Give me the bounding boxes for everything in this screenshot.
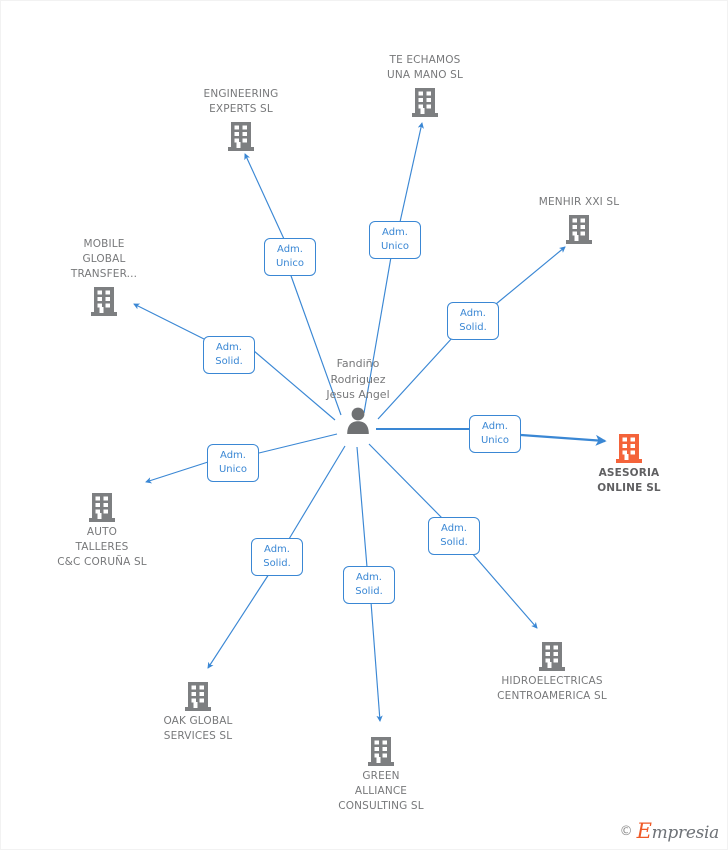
building-icon[interactable]	[27, 490, 177, 523]
node-label-asesoria-online: ASESORIA ONLINE SL	[597, 467, 661, 494]
edge-label-menhir-xxi[interactable]: Adm. Solid.	[447, 302, 499, 340]
edge-label-asesoria-online[interactable]: Adm. Unico	[469, 415, 521, 453]
edge-label-green-alliance-consulting[interactable]: Adm. Solid.	[343, 566, 395, 604]
node-label-green-alliance-consulting: GREEN ALLIANCE CONSULTING SL	[338, 770, 424, 812]
node-green-alliance-consulting[interactable]: GREEN ALLIANCE CONSULTING SL	[306, 734, 456, 814]
node-label-engineering-experts: ENGINEERING EXPERTS SL	[203, 88, 279, 115]
building-icon[interactable]	[166, 119, 316, 152]
node-label-mobile-global-transfer: MOBILE GLOBAL TRANSFER...	[70, 238, 138, 280]
edge-auto-talleres-in	[258, 433, 338, 454]
building-icon[interactable]	[554, 431, 704, 464]
edge-mobile-global-out	[133, 303, 205, 340]
node-engineering-experts[interactable]: ENGINEERING EXPERTS SL	[166, 87, 316, 152]
copyright-symbol: ©	[619, 823, 633, 839]
edge-oak-global-in	[288, 445, 346, 540]
edge-asesoria-out	[520, 433, 607, 446]
person-name-label: Fandiño Rodriguez Jesus Angel	[326, 357, 390, 401]
edge-te-echamos-out	[399, 122, 424, 223]
edge-engineering-experts-in	[289, 272, 342, 416]
empresia-logo-initial: E	[636, 819, 652, 843]
empresia-logo: Empresia	[636, 819, 720, 843]
node-label-te-echamos-una-mano: TE ECHAMOS UNA MANO SL	[387, 54, 463, 81]
building-icon[interactable]	[350, 85, 500, 118]
edge-label-mobile-global-transfer[interactable]: Adm. Solid.	[203, 336, 255, 374]
edge-auto-talleres-out	[145, 461, 209, 484]
edge-label-oak-global-services[interactable]: Adm. Solid.	[251, 538, 303, 576]
edge-mobile-global-in	[253, 350, 336, 421]
building-icon[interactable]	[123, 679, 273, 712]
edge-label-te-echamos-una-mano[interactable]: Adm. Unico	[369, 221, 421, 259]
edge-engineering-experts-out	[244, 153, 285, 240]
person-icon[interactable]	[345, 407, 371, 438]
node-asesoria-online[interactable]: ASESORIA ONLINE SL	[554, 431, 704, 496]
node-auto-talleres-cc-coruna[interactable]: AUTO TALLERES C&C CORUÑA SL	[27, 490, 177, 570]
node-mobile-global-transfer[interactable]: MOBILE GLOBAL TRANSFER...	[29, 237, 179, 317]
edge-label-hidroelectricas-centroamerica[interactable]: Adm. Solid.	[428, 517, 480, 555]
edge-te-echamos-in	[363, 256, 392, 414]
edge-menhir-in	[377, 336, 454, 420]
node-label-auto-talleres-cc-coruna: AUTO TALLERES C&C CORUÑA SL	[57, 526, 147, 568]
edge-green-alliance-out	[370, 601, 383, 722]
building-icon[interactable]	[306, 734, 456, 767]
empresia-logo-text: mpresia	[651, 823, 720, 843]
node-label-oak-global-services: OAK GLOBAL SERVICES SL	[163, 715, 233, 742]
building-icon[interactable]	[504, 212, 654, 245]
node-menhir-xxi[interactable]: MENHIR XXI SL	[504, 195, 654, 245]
building-icon[interactable]	[457, 639, 647, 672]
node-te-echamos-una-mano[interactable]: TE ECHAMOS UNA MANO SL	[350, 53, 500, 118]
node-person-center[interactable]: Fandiño Rodriguez Jesus Angel	[273, 356, 443, 438]
edge-label-engineering-experts[interactable]: Adm. Unico	[264, 238, 316, 276]
empresia-watermark: © Empresia	[619, 819, 720, 843]
node-label-hidroelectricas-centroamerica: HIDROELECTRICAS CENTROAMERICA SL	[497, 675, 607, 702]
edge-hidroelectricas-in	[368, 443, 444, 520]
building-icon[interactable]	[29, 284, 179, 317]
node-label-menhir-xxi: MENHIR XXI SL	[538, 196, 620, 208]
edge-green-alliance-in	[356, 446, 368, 568]
node-hidroelectricas-centroamerica[interactable]: HIDROELECTRICAS CENTROAMERICA SL	[457, 639, 647, 704]
edge-menhir-out	[495, 246, 566, 305]
edge-label-auto-talleres-cc-coruna[interactable]: Adm. Unico	[207, 444, 259, 482]
node-oak-global-services[interactable]: OAK GLOBAL SERVICES SL	[123, 679, 273, 744]
edge-hidroelectricas-out	[470, 551, 538, 629]
edge-oak-global-out	[207, 573, 270, 669]
